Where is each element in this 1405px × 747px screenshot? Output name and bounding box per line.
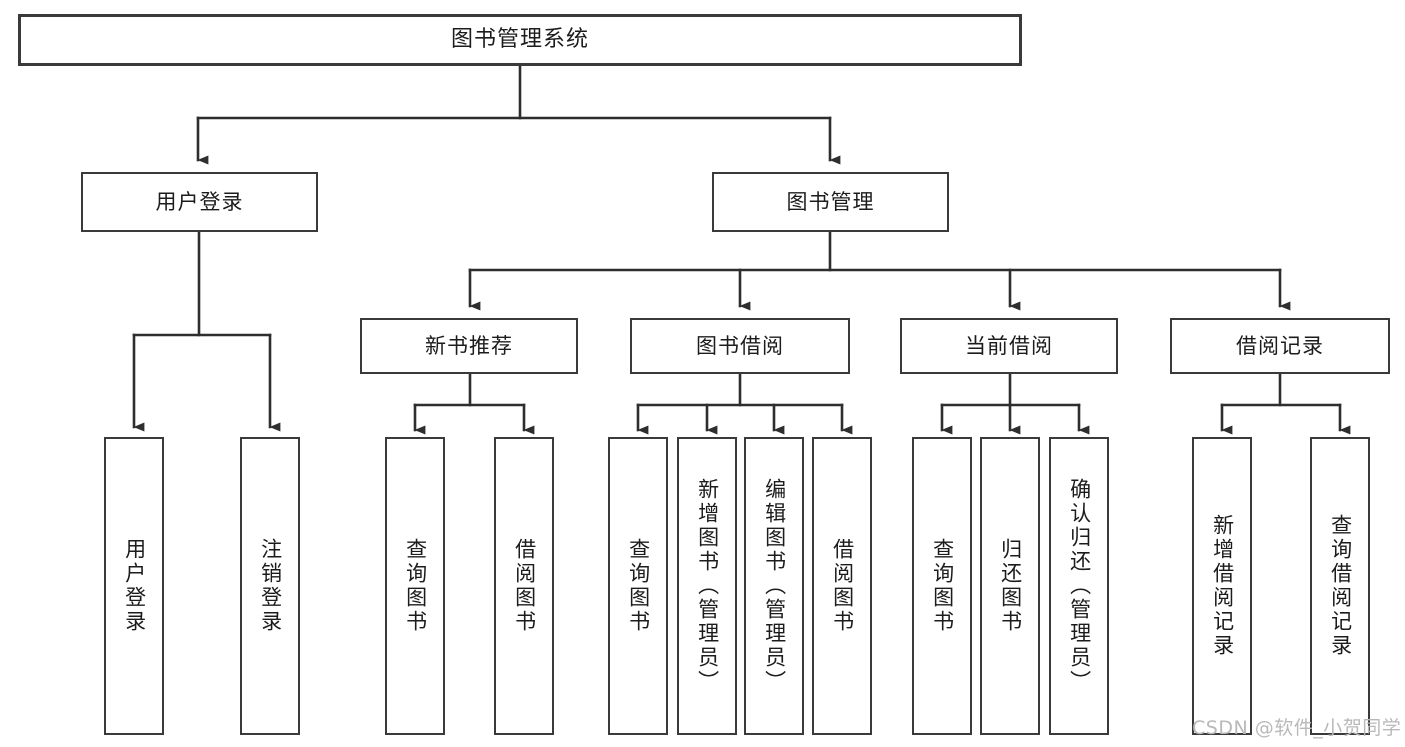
leaf-book-borrow-query[interactable]: 查询图书 <box>608 437 668 735</box>
leaf-user-login-logout[interactable]: 注销登录 <box>240 437 300 735</box>
leaf-current-borrow-query[interactable]: 查询图书 <box>912 437 972 735</box>
node-current-borrow[interactable]: 当前借阅 <box>900 318 1118 374</box>
leaf-book-borrow-borrow[interactable]: 借阅图书 <box>812 437 872 735</box>
leaf-current-borrow-return[interactable]: 归还图书 <box>980 437 1040 735</box>
leaf-label: 确认归还（管理员） <box>1067 478 1092 694</box>
leaf-label: 编辑图书（管理员） <box>762 478 787 694</box>
node-label: 图书管理 <box>786 189 875 214</box>
leaf-label: 借阅图书 <box>512 538 537 634</box>
node-book-management[interactable]: 图书管理 <box>712 172 949 232</box>
node-user-login[interactable]: 用户登录 <box>81 172 318 232</box>
leaf-book-borrow-add[interactable]: 新增图书（管理员） <box>677 437 737 735</box>
leaf-label: 查询图书 <box>930 538 955 634</box>
leaf-label: 查询图书 <box>403 538 428 634</box>
node-label: 图书管理系统 <box>450 27 589 53</box>
leaf-borrow-record-query[interactable]: 查询借阅记录 <box>1310 437 1370 735</box>
leaf-label: 查询借阅记录 <box>1328 514 1353 658</box>
node-label: 借阅记录 <box>1236 333 1324 358</box>
node-root-system[interactable]: 图书管理系统 <box>18 14 1022 66</box>
leaf-label: 新增借阅记录 <box>1210 514 1235 658</box>
leaf-label: 用户登录 <box>122 538 147 634</box>
leaf-new-book-query[interactable]: 查询图书 <box>385 437 445 735</box>
leaf-borrow-record-add[interactable]: 新增借阅记录 <box>1192 437 1252 735</box>
node-book-borrow[interactable]: 图书借阅 <box>630 318 850 374</box>
leaf-label: 查询图书 <box>626 538 651 634</box>
node-borrow-record[interactable]: 借阅记录 <box>1170 318 1390 374</box>
node-new-book-recommend[interactable]: 新书推荐 <box>360 318 578 374</box>
node-label: 新书推荐 <box>425 333 513 358</box>
node-label: 用户登录 <box>155 189 244 214</box>
leaf-label: 新增图书（管理员） <box>695 478 720 694</box>
csdn-watermark: CSDN @软件_小贺同学 <box>1192 717 1402 739</box>
leaf-current-borrow-confirm-return[interactable]: 确认归还（管理员） <box>1049 437 1109 735</box>
leaf-label: 借阅图书 <box>830 538 855 634</box>
leaf-new-book-borrow[interactable]: 借阅图书 <box>494 437 554 735</box>
leaf-user-login-login[interactable]: 用户登录 <box>104 437 164 735</box>
leaf-label: 归还图书 <box>998 538 1023 634</box>
leaf-book-borrow-edit[interactable]: 编辑图书（管理员） <box>744 437 804 735</box>
node-label: 图书借阅 <box>696 333 784 358</box>
leaf-label: 注销登录 <box>258 538 283 634</box>
node-label: 当前借阅 <box>965 333 1053 358</box>
